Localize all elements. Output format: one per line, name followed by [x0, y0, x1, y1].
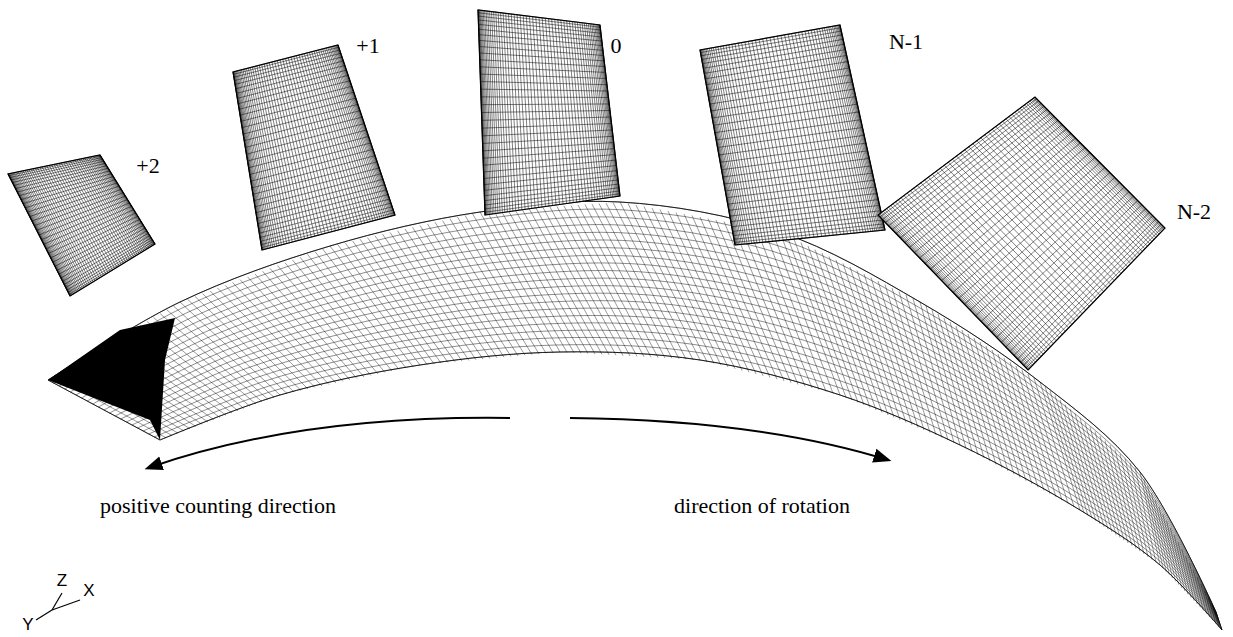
blade-mesh	[700, 25, 885, 245]
axis-label: X	[83, 582, 94, 599]
blade-mesh	[478, 10, 620, 215]
counting-arrow	[148, 418, 510, 468]
blade-number: 0	[611, 35, 622, 57]
direction-label: positive counting direction	[100, 495, 336, 517]
axis-label: Y	[22, 616, 33, 633]
axis-label: Z	[57, 572, 67, 589]
blade-number: N-1	[889, 31, 923, 53]
axis-triad	[36, 593, 80, 620]
blade-mesh	[8, 155, 155, 296]
blade-number: +2	[136, 155, 159, 177]
blade-mesh	[878, 97, 1165, 370]
blade-number: N-2	[1177, 201, 1211, 223]
blade-meshes	[8, 10, 1165, 370]
direction-label: direction of rotation	[674, 495, 850, 517]
blade-mesh	[233, 45, 395, 250]
blade-number: +1	[356, 35, 379, 57]
rotation-arrow	[570, 418, 888, 460]
direction-arrows	[148, 418, 888, 468]
